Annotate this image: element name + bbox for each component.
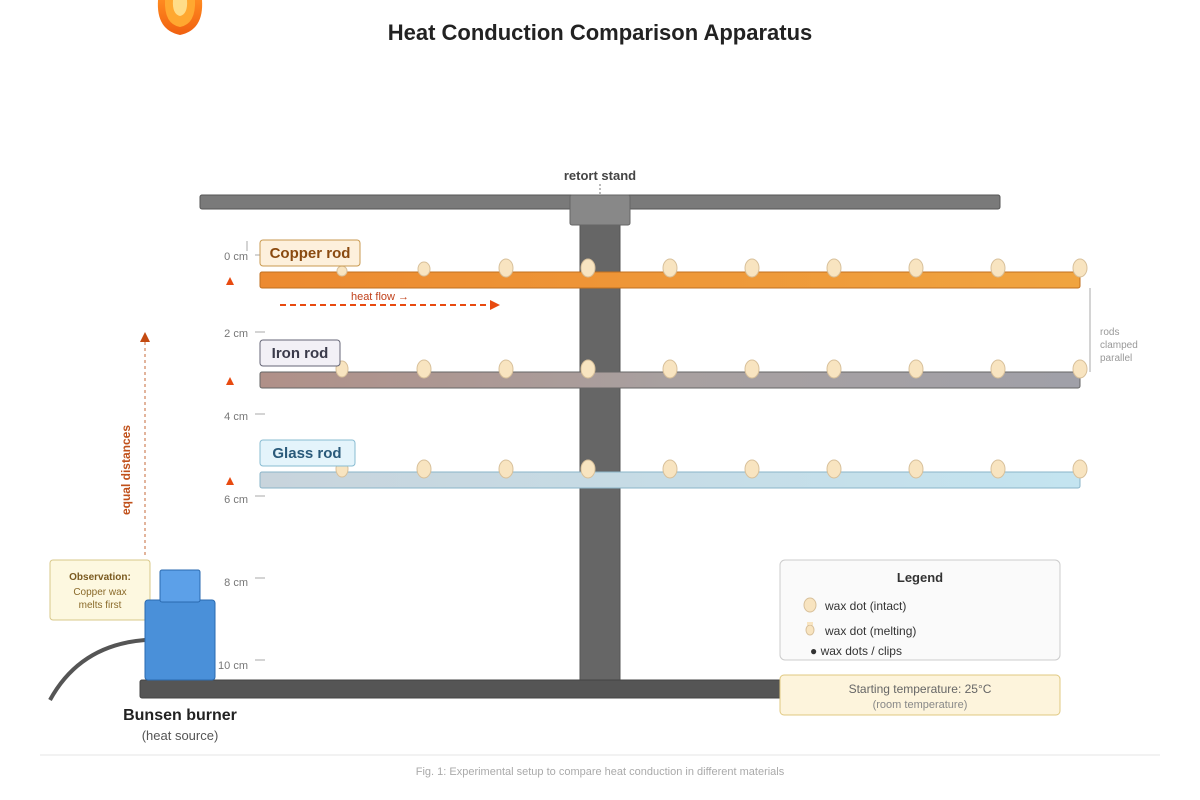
wax-dot xyxy=(990,359,1006,379)
wax-dot xyxy=(580,459,596,479)
scale-tick-label: 10 cm xyxy=(218,660,248,672)
wax-dot xyxy=(580,258,596,278)
wax-drip-icon xyxy=(807,622,813,625)
wax-dot-melting xyxy=(417,261,431,277)
stand-post xyxy=(579,214,621,686)
wax-dot xyxy=(908,459,924,479)
legend: Legend wax dot (intact) wax dot (melting… xyxy=(779,559,1061,661)
wax-dot-intact-icon xyxy=(803,597,817,613)
copper-wax-dots xyxy=(336,258,1088,278)
wax-dot xyxy=(990,258,1006,278)
glass-rod-label: Glass rod xyxy=(259,439,356,467)
legend-box xyxy=(779,559,1061,661)
distance-scale: 0 cm 2 cm 4 cm 6 cm 8 cm 10 cm xyxy=(218,241,265,672)
wax-dot xyxy=(826,258,842,278)
start-temperature-subline: (room temperature) xyxy=(873,699,968,711)
clamp-note-line: clamped xyxy=(1100,340,1138,351)
wax-dot xyxy=(990,459,1006,479)
page-title: Heat Conduction Comparison Apparatus xyxy=(388,20,813,45)
legend-title: Legend xyxy=(897,570,943,585)
wax-dot-melting-icon xyxy=(805,624,815,636)
wax-dot xyxy=(1072,258,1088,278)
observation-title: Observation: xyxy=(69,572,131,583)
heat-marker-icon xyxy=(226,377,234,385)
burner-name: Bunsen burner xyxy=(123,707,237,724)
observation-box xyxy=(49,559,151,621)
scale-tick-label: 0 cm xyxy=(224,251,248,263)
scale-tick-label: 4 cm xyxy=(224,411,248,423)
wax-dot xyxy=(662,459,678,479)
heat-marker-icon xyxy=(226,277,234,285)
equal-distances-label: equal distances xyxy=(119,425,133,515)
wax-dot xyxy=(416,459,432,479)
gas-tube xyxy=(48,638,146,701)
wax-dot xyxy=(826,459,842,479)
wax-dot xyxy=(662,258,678,278)
legend-item: ● wax dots / clips xyxy=(810,644,902,658)
wax-dot xyxy=(744,459,760,479)
stand-clamp xyxy=(569,194,631,226)
glass-wax-dots xyxy=(335,459,1088,479)
heat-flow-label: heat flow → xyxy=(351,291,409,303)
scale-tick-label: 2 cm xyxy=(224,328,248,340)
burner-barrel xyxy=(159,569,201,603)
figure-caption: Fig. 1: Experimental setup to compare he… xyxy=(416,766,785,778)
legend-item: wax dot (melting) xyxy=(824,624,916,638)
copper-rod-label-text: Copper rod xyxy=(270,245,351,262)
scale-tick-label: 8 cm xyxy=(224,577,248,589)
wax-dot-melting xyxy=(336,265,348,277)
start-temperature-line: Starting temperature: 25°C xyxy=(849,682,992,696)
wax-dot xyxy=(416,359,432,379)
iron-rod-label-text: Iron rod xyxy=(272,345,329,362)
wax-dot xyxy=(580,359,596,379)
wax-dot xyxy=(744,359,760,379)
observation-line: Copper wax xyxy=(73,587,126,598)
wax-dot xyxy=(498,359,514,379)
flame-icon xyxy=(157,0,203,35)
copper-rod-label-box xyxy=(259,239,361,267)
heat-marker-icon xyxy=(226,477,234,485)
wax-dot xyxy=(908,258,924,278)
iron-wax-dots xyxy=(335,359,1088,379)
wax-dot xyxy=(498,459,514,479)
wax-dot xyxy=(908,359,924,379)
wax-dot xyxy=(1072,459,1088,479)
burner-body xyxy=(144,599,216,681)
iron-rod-label-box xyxy=(259,339,341,367)
equal-distances-arrowhead-icon xyxy=(140,332,150,342)
clamp-note-line: rods xyxy=(1100,327,1119,338)
scale-tick-label: 6 cm xyxy=(224,494,248,506)
observation-line: melts first xyxy=(79,600,122,611)
glass-rod-label-text: Glass rod xyxy=(272,445,341,462)
legend-item: wax dot (intact) xyxy=(824,599,906,613)
wax-dot xyxy=(826,359,842,379)
wax-dot xyxy=(662,359,678,379)
burner-subtitle: (heat source) xyxy=(142,728,219,743)
wax-dot xyxy=(744,258,760,278)
wax-dot xyxy=(1072,359,1088,379)
observation-note: Observation: Copper wax melts first xyxy=(49,559,151,621)
clamp-note-line: parallel xyxy=(1100,353,1132,364)
bunsen-burner xyxy=(144,569,216,681)
glass-rod-label-box xyxy=(259,439,356,467)
stand-label: retort stand xyxy=(564,168,636,183)
copper-rod-label: Copper rod xyxy=(259,239,361,267)
start-temperature-note: Starting temperature: 25°C (room tempera… xyxy=(779,674,1061,716)
wax-dot xyxy=(498,258,514,278)
start-temperature-box xyxy=(779,674,1061,716)
iron-rod-label: Iron rod xyxy=(259,339,341,367)
